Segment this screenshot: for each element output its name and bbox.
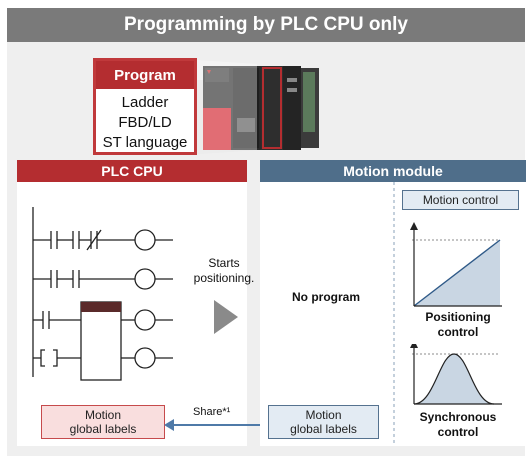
motion-module-panel: Motion module No program Motion control … xyxy=(260,160,526,446)
program-language-fbd: FBD/LD xyxy=(118,113,172,131)
start-arrow-icon xyxy=(214,300,238,334)
motion-global-labels: Motion global labels xyxy=(268,405,379,439)
motion-labels-line2: global labels xyxy=(290,422,357,436)
program-language-st: ST language xyxy=(102,133,188,151)
starts-positioning-text: Starts positioning. xyxy=(186,254,262,288)
positioning-line1: Positioning xyxy=(425,310,491,324)
positioning-line2: control xyxy=(437,325,479,339)
dashed-divider xyxy=(393,182,395,446)
ladder-diagram xyxy=(32,207,173,381)
no-program-text: No program xyxy=(292,290,361,304)
plc-motion-global-labels: Motion global labels xyxy=(41,405,165,439)
plc-labels-line1: Motion xyxy=(84,408,122,422)
starts-line2: positioning. xyxy=(193,271,255,285)
synchronous-line2: control xyxy=(437,425,479,439)
program-box: Program Ladder FBD/LD ST language xyxy=(93,58,197,155)
positioning-control-label: Positioning control xyxy=(402,310,514,340)
synchronous-chart xyxy=(410,344,502,405)
motion-labels-line1: Motion xyxy=(305,408,342,422)
program-callout-connector xyxy=(197,60,257,154)
positioning-chart xyxy=(410,222,502,307)
share-text: Share*¹ xyxy=(193,406,231,418)
plc-labels-line2: global labels xyxy=(69,422,137,436)
synchronous-line1: Synchronous xyxy=(419,410,497,424)
starts-line1: Starts xyxy=(208,256,240,270)
plc-cpu-panel: PLC CPU xyxy=(17,160,247,446)
share-double-arrow-icon xyxy=(164,419,270,431)
plc-cpu-header: PLC CPU xyxy=(17,160,247,182)
program-header: Program xyxy=(96,61,194,89)
program-language-ladder: Ladder xyxy=(121,93,169,111)
motion-module-header: Motion module xyxy=(260,160,526,182)
page-title: Programming by PLC CPU only xyxy=(7,8,525,42)
motion-control-label: Motion control xyxy=(402,190,519,210)
synchronous-control-label: Synchronous control xyxy=(402,410,514,440)
plc-hardware-image xyxy=(197,66,319,154)
